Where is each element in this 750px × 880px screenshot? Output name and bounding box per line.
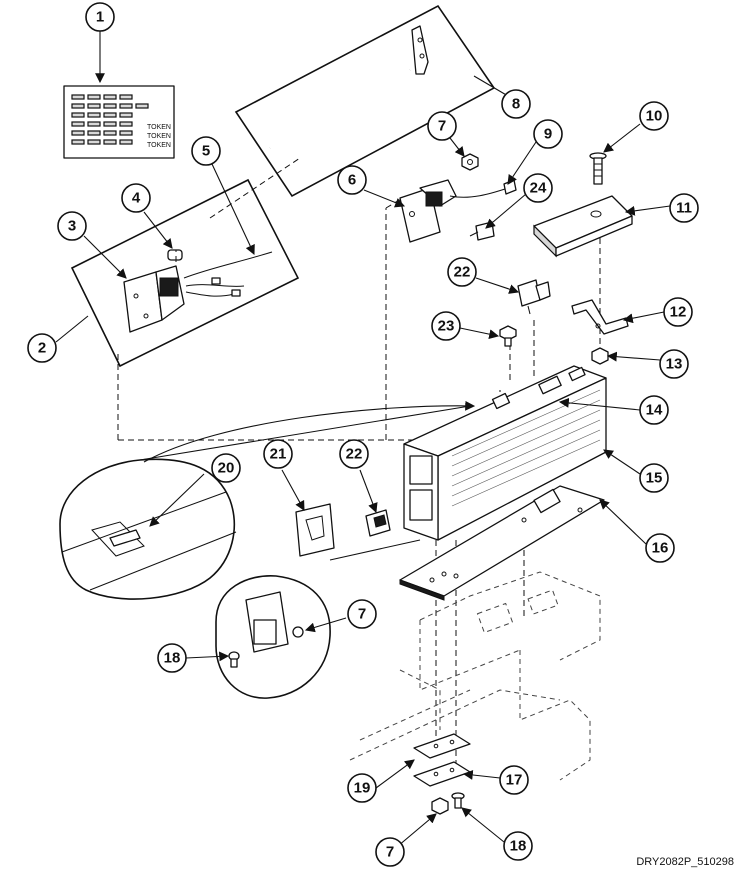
cover-plate — [533, 195, 633, 258]
main-housing — [403, 365, 607, 541]
svg-text:7: 7 — [438, 118, 446, 135]
reference-code: DRY2082P_510298 — [636, 856, 734, 868]
strip-panel — [234, 4, 496, 198]
svg-text:2: 2 — [38, 340, 46, 357]
callout-21: 21 — [263, 439, 293, 469]
callout-1: 1 — [85, 2, 115, 32]
callout-19: 19 — [347, 773, 377, 803]
callout-3: 3 — [57, 211, 87, 241]
svg-text:20: 20 — [218, 460, 235, 477]
screw-bottom — [451, 792, 465, 809]
svg-text:14: 14 — [646, 402, 663, 419]
svg-text:24: 24 — [530, 180, 547, 197]
control-bracket — [399, 179, 517, 243]
nut-top — [461, 153, 479, 171]
label-sheet: TOKEN TOKEN TOKEN — [63, 85, 175, 159]
callout-6: 6 — [337, 165, 367, 195]
callout-9: 9 — [533, 119, 563, 149]
svg-text:3: 3 — [68, 218, 76, 235]
nut-13 — [591, 347, 609, 365]
callout-13: 13 — [659, 349, 689, 379]
svg-text:4: 4 — [132, 190, 141, 207]
callout-23: 23 — [431, 311, 461, 341]
label-token-text-1: TOKEN — [147, 124, 171, 131]
detail-inset-18 — [215, 539, 421, 699]
label-token-text-2: TOKEN — [147, 133, 171, 140]
machine-outline — [349, 571, 601, 781]
callout-7-inset: 7 — [347, 599, 377, 629]
svg-text:6: 6 — [348, 172, 356, 189]
bolt-23 — [499, 325, 517, 347]
callout-18-bottom: 18 — [503, 831, 533, 861]
svg-text:21: 21 — [270, 446, 287, 463]
callout-2: 2 — [27, 333, 57, 363]
callout-16: 16 — [645, 533, 675, 563]
harness-panel — [70, 178, 300, 368]
mounting-plate — [413, 761, 471, 787]
callout-11: 11 — [669, 193, 699, 223]
screw — [589, 152, 607, 185]
svg-text:7: 7 — [358, 606, 366, 623]
callout-4: 4 — [121, 183, 151, 213]
callout-22-top: 22 — [447, 257, 477, 287]
callout-12: 12 — [663, 297, 693, 327]
callout-14: 14 — [639, 395, 669, 425]
svg-text:22: 22 — [454, 264, 471, 281]
svg-text:17: 17 — [506, 772, 523, 789]
callout-7-top: 7 — [427, 111, 457, 141]
label-token-text-3: TOKEN — [147, 142, 171, 149]
svg-text:12: 12 — [670, 304, 687, 321]
svg-text:1: 1 — [96, 9, 104, 26]
svg-text:10: 10 — [646, 108, 663, 125]
svg-text:13: 13 — [666, 356, 683, 373]
svg-text:18: 18 — [164, 650, 181, 667]
svg-text:8: 8 — [512, 96, 520, 113]
callout-24: 24 — [523, 173, 553, 203]
svg-text:22: 22 — [346, 446, 363, 463]
angle-bracket — [571, 299, 629, 335]
callout-10: 10 — [639, 101, 669, 131]
callout-5: 5 — [191, 136, 221, 166]
switch-lower — [365, 509, 391, 537]
callout-18-inset: 18 — [157, 643, 187, 673]
callout-17: 17 — [499, 765, 529, 795]
svg-text:7: 7 — [386, 844, 394, 861]
detail-inset-20 — [59, 405, 471, 600]
svg-text:15: 15 — [646, 470, 663, 487]
spacer-plate — [413, 733, 471, 759]
svg-text:5: 5 — [202, 143, 210, 160]
bolt-18-inset — [228, 651, 240, 668]
svg-text:11: 11 — [676, 200, 692, 217]
callout-7-bottom: 7 — [375, 837, 405, 867]
warning-label — [295, 503, 335, 557]
svg-text:18: 18 — [510, 838, 527, 855]
svg-text:9: 9 — [544, 126, 552, 143]
svg-text:16: 16 — [652, 540, 669, 557]
callout-20: 20 — [211, 453, 241, 483]
switch-top — [517, 279, 551, 315]
callout-22-lower: 22 — [339, 439, 369, 469]
callout-8: 8 — [501, 89, 531, 119]
svg-text:19: 19 — [354, 780, 371, 797]
leader-lines — [55, 31, 671, 847]
svg-text:23: 23 — [438, 318, 455, 335]
callout-15: 15 — [639, 463, 669, 493]
nut-bottom — [431, 797, 449, 815]
